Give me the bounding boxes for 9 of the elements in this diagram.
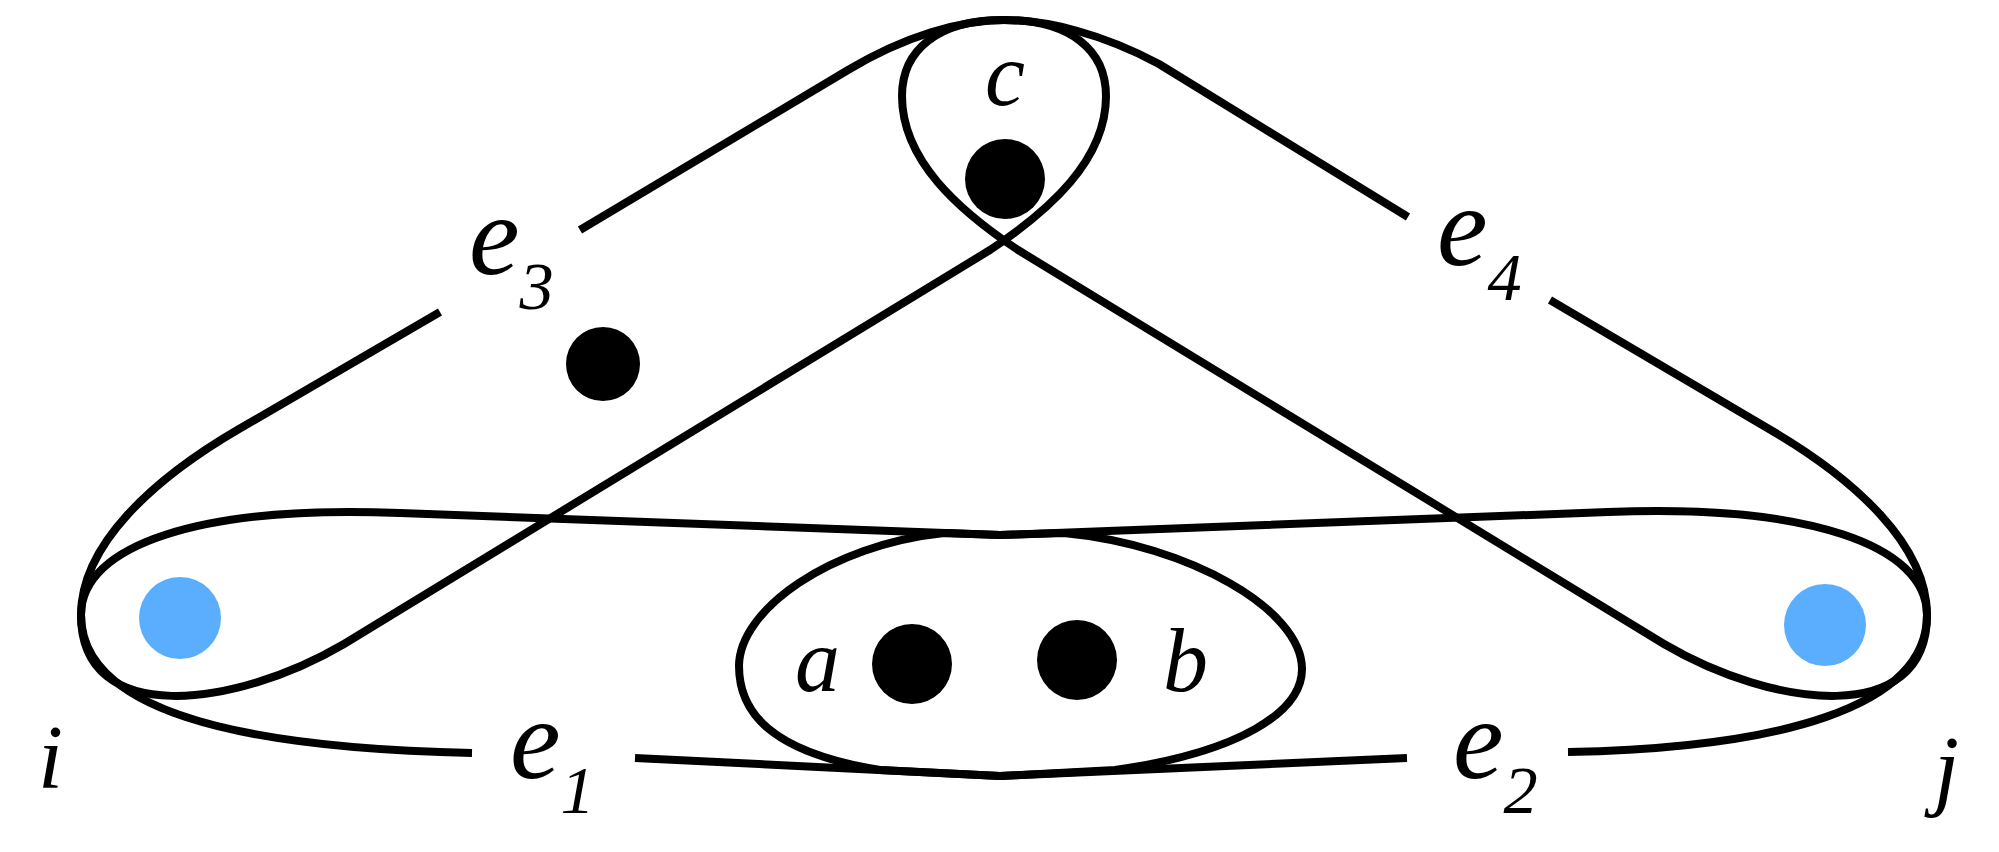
hyperedge-label: e$_{1}$: [510, 682, 596, 818]
vertex-label: b: [1162, 615, 1209, 712]
vertex-label: j: [1923, 723, 1967, 828]
vertex-label: c: [984, 29, 1026, 126]
vertex-label: a: [794, 615, 841, 712]
hyperedge-label: e$_{4}$: [1437, 169, 1523, 305]
hyperedge-label: e$_{3}$: [469, 178, 555, 314]
hyperedge-label: e$_{2}$: [1453, 682, 1539, 818]
vertex-label: i: [37, 712, 64, 809]
